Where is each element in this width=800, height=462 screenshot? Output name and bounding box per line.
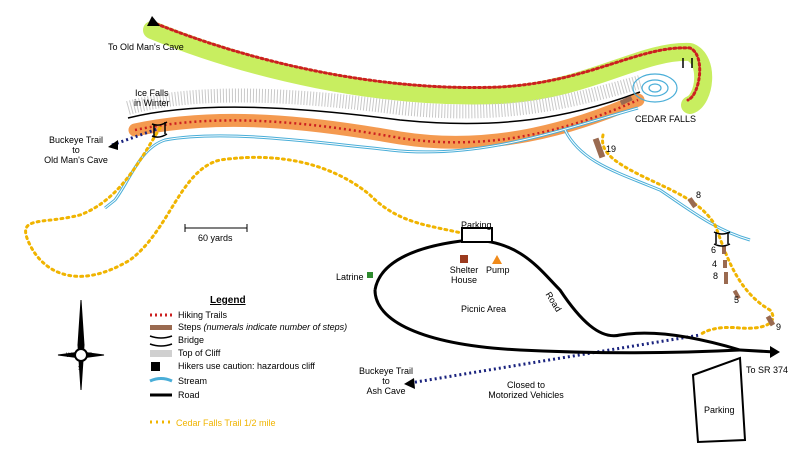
stream-branch-inner [564,129,751,241]
legend-stream-symbol [149,377,173,383]
bridge-west [151,121,168,138]
steps-falls [619,95,633,106]
legend-stream: Stream [178,376,208,386]
label-parking-bottom: Parking [704,405,735,415]
top-of-cliff-band [126,75,642,119]
step-count-4: 4 [712,259,718,269]
steps-9 [765,315,776,327]
step-count-9: 9 [776,322,782,332]
steps-8-lower [724,272,728,284]
bridge-east [713,231,731,247]
legend-steps: Steps (numerals indicate number of steps… [178,322,348,332]
hiking-trail-lower [134,98,639,144]
label-pump: Pump [486,265,510,275]
legend-caution: Hikers use caution: hazardous cliff [178,361,315,371]
hiking-trail-upper [150,20,702,102]
arrow-to-sr374 [770,346,780,358]
legend-bridge: Bridge [178,335,205,345]
scale-bar [184,224,248,232]
label-latrine: Latrine [336,272,364,282]
label-ice-falls: Ice Falls in Winter [134,88,170,108]
legend-bridge-symbol [149,335,173,347]
road-loop-south [373,289,741,355]
step-count-8-upper: 8 [696,190,702,200]
compass-s: S [78,366,83,372]
label-closed-to-vehicles: Closed to Motorized Vehicles [488,380,564,400]
falls-pool-inner [641,79,669,97]
cedar-falls-trail-east [601,133,775,337]
legend-title: Legend [210,295,246,306]
road-loop [373,238,776,354]
legend-road: Road [178,390,200,400]
compass-rose [57,299,105,391]
step-count-8-lower: 8 [713,271,719,281]
step-count-19: 19 [606,144,617,154]
shelter-house-marker [460,255,468,263]
step-count-6: 6 [711,245,717,255]
label-buckeye-oldman: Buckeye Trail to Old Man's Cave [44,135,108,165]
parking-lot-top [461,227,493,243]
label-buckeye-ash-cave: Buckeye Trail to Ash Cave [358,366,414,396]
label-to-old-mans-cave: To Old Man's Cave [108,42,184,52]
label-scale: 60 yards [198,233,233,243]
stream-main-inner [104,107,639,209]
compass-e: E [88,353,93,359]
arrow-buckeye-west [108,140,118,150]
buckeye-trail-ash-cave [409,333,701,385]
compass-n: N [78,340,83,346]
arrow-buckeye-ash [404,378,415,389]
parking-lot-bottom [691,356,747,444]
legend-top-of-cliff: Top of Cliff [178,348,221,358]
falls-pool-outer [632,73,678,103]
label-parking-top: Parking [461,220,492,230]
step-count-5: 5 [734,295,740,305]
legend-cliff-symbol [150,350,172,357]
legend-steps-symbol [150,325,172,330]
steps-8-upper [687,197,698,209]
steps-19 [592,137,606,159]
steps-6 [722,246,726,254]
compass-w: W [66,353,72,359]
cliff-edge-line [127,91,641,125]
bridge-falls [682,58,693,68]
steps-5 [732,289,741,300]
falls-pool-core [648,83,662,93]
legend-caution-symbol [151,362,160,371]
label-shelter-house: Shelter House [449,265,479,285]
legend-cedar-falls-trail: Cedar Falls Trail 1/2 mile [176,418,276,428]
label-cedar-falls: CEDAR FALLS [635,114,697,124]
cedar-falls-trail-loop [24,126,472,278]
pump-marker [492,255,502,264]
arrow-to-old-mans-cave [147,16,160,26]
buckeye-trail-west [111,126,161,147]
label-to-sr374: To SR 374 [746,365,789,375]
label-picnic-area: Picnic Area [461,304,507,314]
latrine-marker [367,272,373,278]
steps-4 [723,260,727,268]
legend-hiking-trails: Hiking Trails [178,310,228,320]
